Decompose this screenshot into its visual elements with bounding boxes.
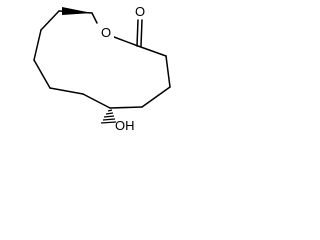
ring-oxygen-backdrop — [98, 26, 114, 40]
bond-c5-c6 — [109, 106, 143, 109]
bond-carbonyl-1 — [136, 19, 139, 47]
bond-c6-c7 — [82, 93, 111, 109]
bond-c3-c4 — [165, 55, 171, 88]
methyl-wedge-bond — [62, 7, 92, 15]
bond-c10-c11 — [40, 10, 60, 31]
ring-bonds — [33, 10, 171, 109]
chemical-structure-diagram: O O OH — [33, 4, 171, 133]
bond-c8-c9 — [33, 59, 51, 89]
ring-oxygen-label: O — [101, 25, 111, 40]
hydroxyl-hashed-bond — [100, 109, 117, 124]
bond-c12-o — [91, 12, 98, 24]
structure-canvas: O O OH — [0, 0, 196, 138]
bond-o-c2 — [113, 36, 139, 47]
carbonyl-oxygen-label: O — [135, 4, 145, 19]
bond-c4-c5 — [141, 86, 171, 108]
bond-c9-c10 — [33, 29, 42, 61]
bond-carbonyl-2 — [140, 19, 143, 47]
hydroxyl-label: OH — [115, 118, 135, 133]
bond-c2-c3 — [137, 45, 167, 57]
bond-c7-c8 — [49, 87, 84, 95]
